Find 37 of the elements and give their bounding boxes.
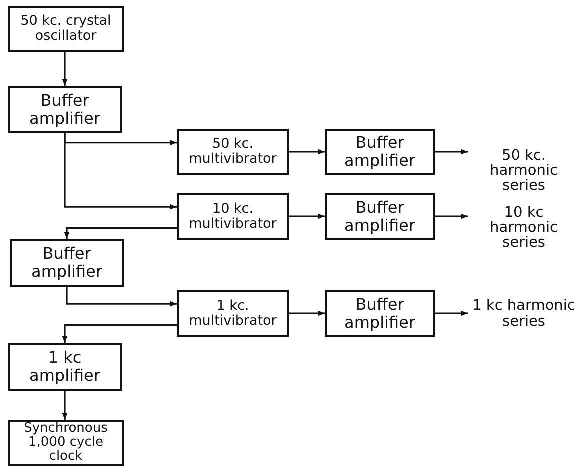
box-label: 50 kc. crystal oscillator (20, 14, 112, 44)
arrow (289, 149, 325, 155)
box-label: Buffer amplifier (344, 296, 416, 332)
box-label: 10 kc harmonic series (489, 206, 559, 252)
box-label: 50 kc. multivibrator (188, 137, 278, 167)
box-label: 1 kc amplifier (28, 349, 102, 385)
arrow (435, 310, 468, 316)
process-box (177, 193, 289, 240)
process-box (325, 193, 435, 240)
box-label: 1 kc harmonic series (472, 299, 576, 330)
arrow (64, 133, 177, 210)
arrow (435, 214, 468, 220)
arrow (289, 214, 325, 220)
process-box (8, 6, 124, 52)
process-box (325, 129, 435, 175)
arrow (289, 310, 325, 316)
arrow (64, 227, 177, 239)
process-box (8, 343, 122, 391)
box-label: Buffer amplifier (30, 245, 104, 281)
process-box (8, 420, 124, 466)
box-label: 1 kc. multivibrator (188, 298, 278, 328)
process-box (177, 129, 289, 175)
process-box (8, 86, 122, 133)
process-box (10, 239, 124, 287)
arrow (62, 52, 68, 86)
box-label: Buffer amplifier (344, 198, 416, 234)
box-label: 10 kc. multivibrator (188, 202, 278, 232)
arrow (62, 391, 68, 420)
process-box (177, 290, 289, 337)
box-label: Buffer amplifier (28, 92, 102, 128)
arrow (62, 324, 177, 343)
box-label: Buffer amplifier (344, 134, 416, 170)
arrow (66, 287, 177, 307)
arrow (435, 149, 468, 155)
process-box (325, 290, 435, 337)
box-label: 50 kc. harmonic series (489, 148, 559, 194)
box-label: Synchronous 1,000 cycle clock (23, 422, 109, 464)
